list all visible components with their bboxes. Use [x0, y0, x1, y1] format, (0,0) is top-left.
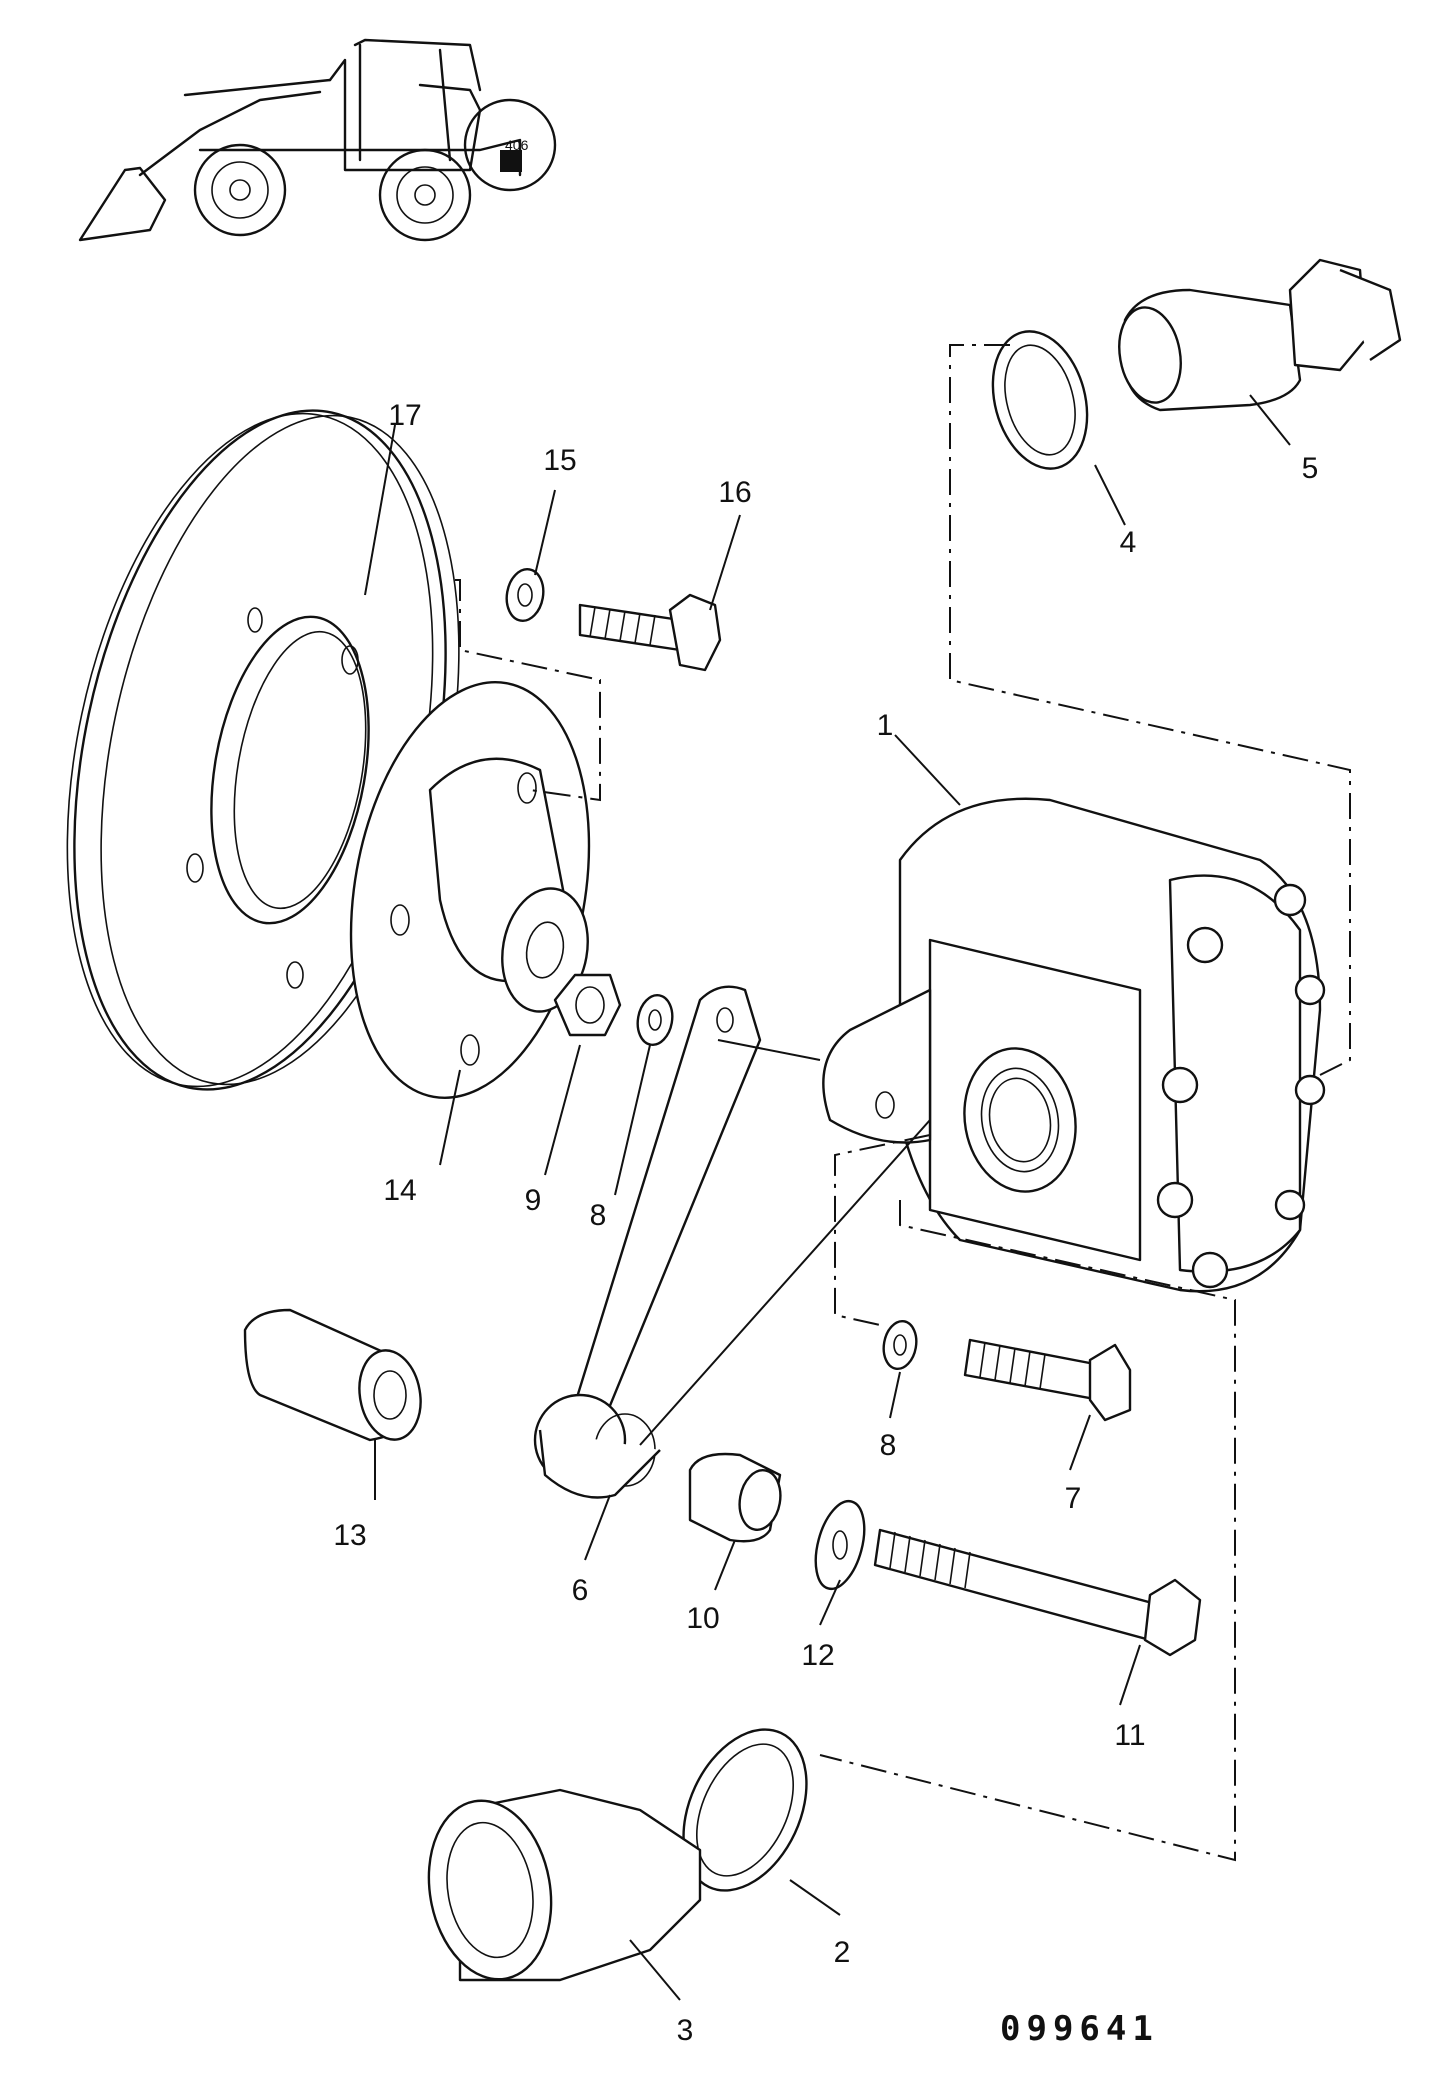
callout-7: 7	[1065, 1482, 1082, 1515]
leader-17	[364, 424, 396, 596]
leader-9	[544, 1044, 581, 1176]
callout-8-top: 8	[590, 1199, 607, 1232]
callout-10: 10	[686, 1602, 719, 1635]
leader-7	[1069, 1414, 1091, 1471]
callout-11: 11	[1114, 1719, 1145, 1752]
leader-8-top	[614, 1044, 651, 1196]
figure-reference-number: 099641	[1000, 2009, 1159, 2049]
leader-10	[714, 1539, 736, 1591]
callout-14: 14	[383, 1174, 416, 1207]
leader-16	[709, 514, 741, 611]
seal-4	[991, 330, 1089, 470]
bolt-11	[873, 1528, 1202, 1657]
leader-4	[1094, 464, 1126, 526]
callout-16: 16	[718, 476, 751, 509]
leader-8-bottom	[889, 1371, 901, 1419]
bracket-6	[533, 985, 762, 1499]
callout-6: 6	[572, 1574, 589, 1607]
leader-1	[894, 734, 961, 806]
callout-12: 12	[801, 1639, 834, 1672]
callout-9: 9	[525, 1184, 542, 1217]
bolt-7	[963, 1338, 1132, 1422]
washer-8-top	[636, 994, 674, 1046]
callout-1: 1	[877, 709, 894, 742]
leader-3	[629, 1939, 681, 2001]
callout-2: 2	[834, 1936, 851, 1969]
leader-2	[789, 1879, 841, 1916]
bush-13	[243, 1308, 422, 1442]
callout-8-bottom: 8	[880, 1429, 897, 1462]
adaptor-3	[427, 1788, 702, 1982]
spacer-10	[688, 1452, 782, 1543]
hydraulic-pump	[822, 797, 1326, 1293]
callout-4: 4	[1120, 526, 1137, 559]
leader-12	[819, 1579, 841, 1626]
adaptor-5	[1118, 258, 1402, 412]
washer-8-bottom	[882, 1320, 918, 1370]
washer-15	[505, 568, 545, 622]
callout-3: 3	[677, 2014, 694, 2047]
nut-9	[553, 973, 622, 1037]
hub-flange	[349, 681, 591, 1099]
leader-5	[1249, 394, 1291, 446]
callout-17: 17	[388, 399, 421, 432]
callout-5: 5	[1302, 452, 1319, 485]
leader-11	[1119, 1644, 1141, 1706]
seal-2	[682, 1728, 808, 1892]
loader-thumbnail: 406	[78, 38, 557, 242]
bolt-16	[578, 593, 722, 672]
leader-6	[584, 1494, 611, 1561]
leader-15	[534, 489, 556, 576]
pump-cover-bolts	[1156, 883, 1326, 1289]
callout-13: 13	[333, 1519, 366, 1552]
thumbnail-label: 406	[505, 137, 529, 153]
leader-14	[439, 1069, 461, 1166]
callout-15: 15	[543, 444, 576, 477]
washer-12	[814, 1499, 866, 1591]
